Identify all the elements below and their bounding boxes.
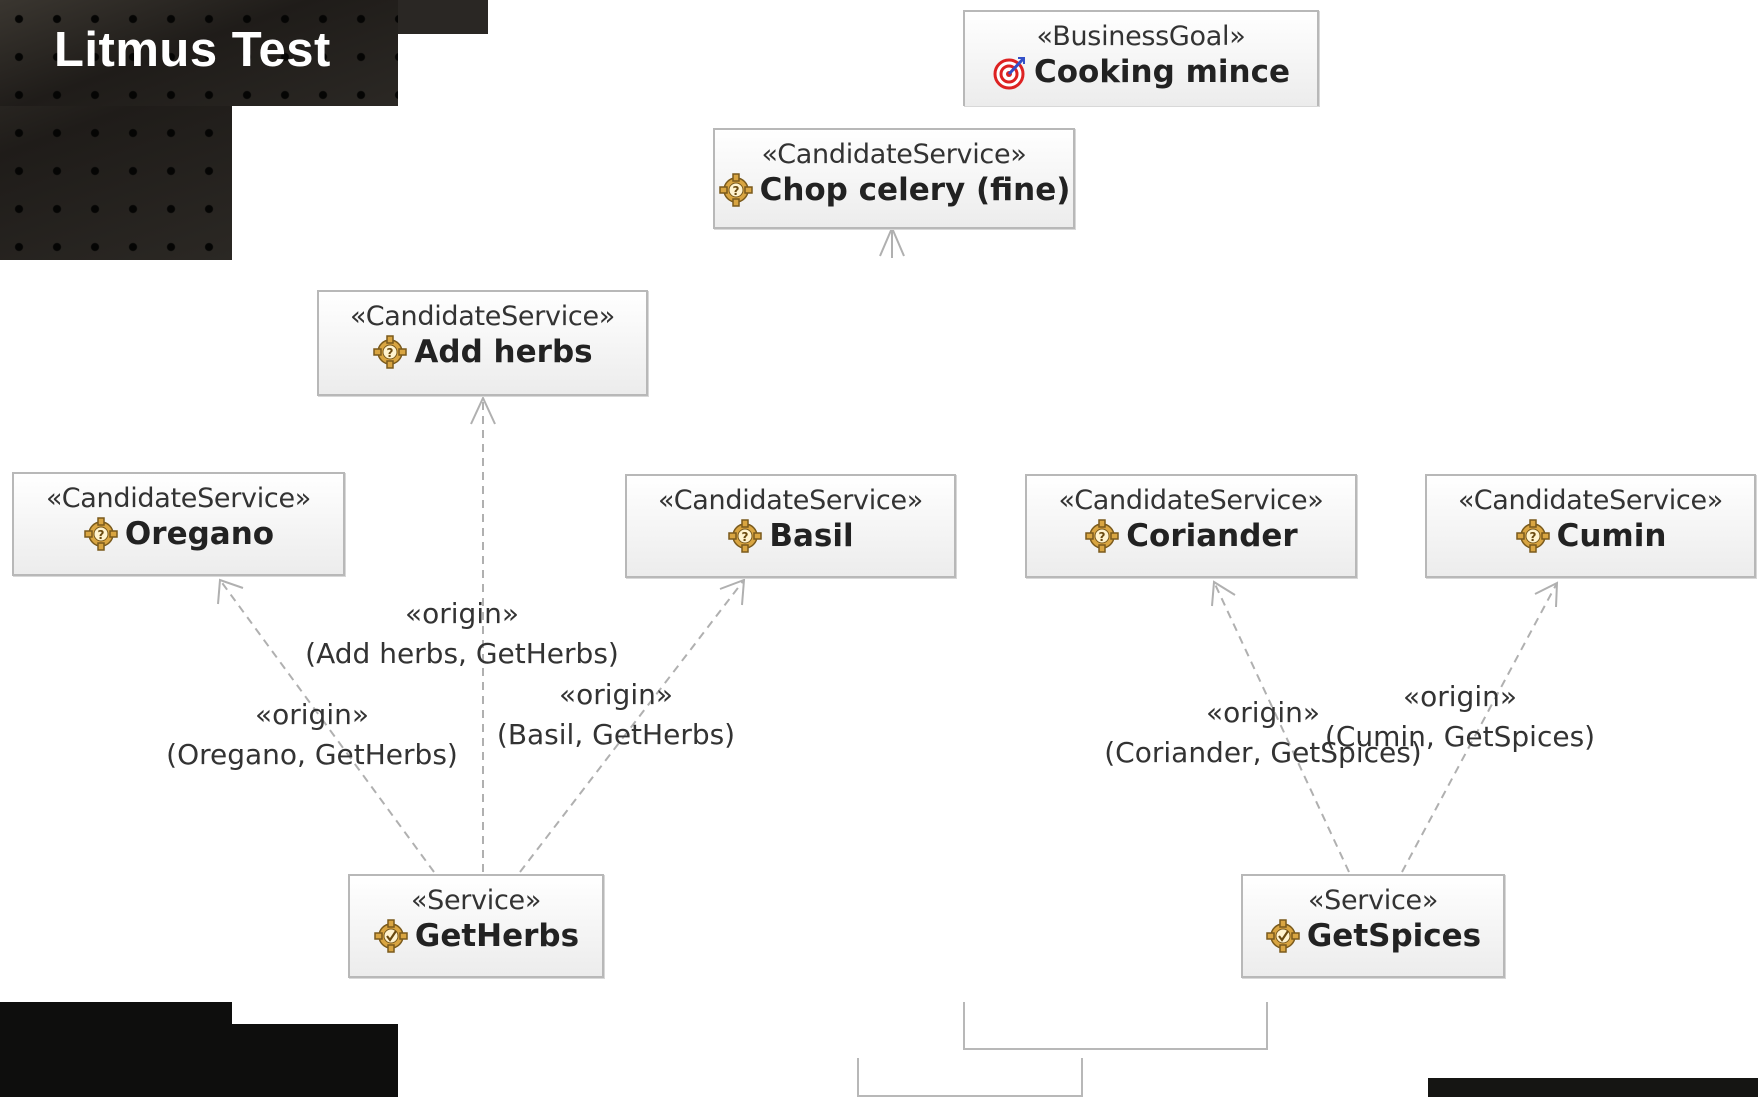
origin-stereotype: «origin» bbox=[405, 597, 519, 630]
svg-text:?: ? bbox=[97, 528, 104, 542]
svg-text:?: ? bbox=[742, 530, 749, 544]
box-chop-celery[interactable]: «CandidateService» ? Chop celery (fine) bbox=[713, 128, 1075, 229]
box-get-spices[interactable]: «Service» GetSpices bbox=[1241, 874, 1505, 978]
box-cumin[interactable]: «CandidateService» ? Cumin bbox=[1425, 474, 1756, 578]
connector-label-oregano: «origin» (Oregano, GetHerbs) bbox=[166, 695, 458, 775]
box-fragment-bottom bbox=[963, 1002, 1268, 1050]
origin-label: (Oregano, GetHerbs) bbox=[166, 738, 458, 771]
box-add-herbs[interactable]: «CandidateService» ? Add herbs bbox=[317, 290, 648, 396]
background-pegboard-title-bar bbox=[0, 0, 398, 106]
box-name: Chop celery (fine) bbox=[759, 172, 1071, 208]
background-bottom-right bbox=[1428, 1078, 1758, 1097]
stereotype-label: «CandidateService» bbox=[1058, 485, 1324, 516]
origin-stereotype: «origin» bbox=[559, 678, 673, 711]
box-coriander[interactable]: «CandidateService» ? Coriander bbox=[1025, 474, 1357, 578]
arrowhead-oregano bbox=[217, 578, 244, 605]
stereotype-label: «BusinessGoal» bbox=[1036, 21, 1246, 52]
stereotype-label: «CandidateService» bbox=[1458, 485, 1723, 516]
box-get-herbs[interactable]: «Service» GetHerbs bbox=[348, 874, 604, 978]
connector-label-coriander: «origin» (Coriander, GetSpices) bbox=[1104, 693, 1421, 773]
gear-icon bbox=[373, 918, 409, 954]
gear-icon: ? bbox=[718, 172, 754, 208]
connector-cumin bbox=[1401, 582, 1558, 873]
gear-icon: ? bbox=[1515, 518, 1551, 554]
target-icon bbox=[992, 54, 1028, 90]
origin-label: (Add herbs, GetHerbs) bbox=[305, 637, 619, 670]
stereotype-label: «CandidateService» bbox=[761, 139, 1027, 170]
svg-text:?: ? bbox=[1099, 530, 1106, 544]
stereotype-label: «CandidateService» bbox=[46, 483, 311, 514]
connector-coriander bbox=[1213, 581, 1350, 873]
slide-title: Litmus Test bbox=[54, 23, 331, 77]
connector-label-cumin: «origin» (Cumin, GetSpices) bbox=[1325, 677, 1595, 757]
arrowhead-add-herbs bbox=[470, 395, 496, 425]
box-fragment-bottom-2 bbox=[857, 1058, 1083, 1097]
origin-label: (Basil, GetHerbs) bbox=[496, 718, 736, 751]
gear-icon bbox=[1265, 918, 1301, 954]
gear-icon: ? bbox=[83, 516, 119, 552]
box-name: Add herbs bbox=[414, 334, 593, 370]
background-bottom-left-2 bbox=[0, 1024, 398, 1097]
origin-stereotype: «origin» bbox=[255, 698, 369, 731]
stereotype-label: «Service» bbox=[410, 885, 542, 916]
svg-text:?: ? bbox=[387, 346, 394, 360]
svg-text:?: ? bbox=[1529, 530, 1536, 544]
svg-text:?: ? bbox=[732, 184, 739, 198]
box-oregano[interactable]: «CandidateService» ? Oregano bbox=[12, 472, 345, 576]
background-corner-top bbox=[398, 0, 488, 34]
origin-label: (Coriander, GetSpices) bbox=[1104, 736, 1422, 769]
box-name: Cumin bbox=[1556, 518, 1667, 554]
arrowhead-basil bbox=[719, 578, 746, 606]
gear-icon: ? bbox=[727, 518, 763, 554]
box-name: GetHerbs bbox=[414, 918, 580, 954]
origin-label: (Cumin, GetSpices) bbox=[1324, 720, 1596, 753]
connector-label-add-herbs: «origin» (Add herbs, GetHerbs) bbox=[305, 594, 619, 674]
box-cooking-mince[interactable]: «BusinessGoal» Cooking mince bbox=[963, 10, 1319, 106]
connector-oregano bbox=[219, 579, 435, 873]
box-name: Coriander bbox=[1126, 518, 1298, 554]
box-basil[interactable]: «CandidateService» ? Basil bbox=[625, 474, 956, 578]
gear-icon: ? bbox=[1084, 518, 1120, 554]
connector-label-basil: «origin» (Basil, GetHerbs) bbox=[497, 675, 735, 755]
stereotype-label: «CandidateService» bbox=[350, 301, 615, 332]
arrowhead-coriander bbox=[1211, 580, 1236, 607]
box-name: Basil bbox=[769, 518, 854, 554]
box-name: Oregano bbox=[124, 516, 275, 552]
box-name: Cooking mince bbox=[1033, 54, 1291, 90]
connector-basil bbox=[519, 579, 745, 873]
stereotype-label: «Service» bbox=[1307, 885, 1439, 916]
origin-stereotype: «origin» bbox=[1403, 680, 1517, 713]
arrowhead-cumin bbox=[1534, 581, 1559, 608]
gear-icon: ? bbox=[372, 334, 408, 370]
stereotype-label: «CandidateService» bbox=[658, 485, 923, 516]
origin-stereotype: «origin» bbox=[1206, 696, 1320, 729]
box-name: GetSpices bbox=[1306, 918, 1482, 954]
